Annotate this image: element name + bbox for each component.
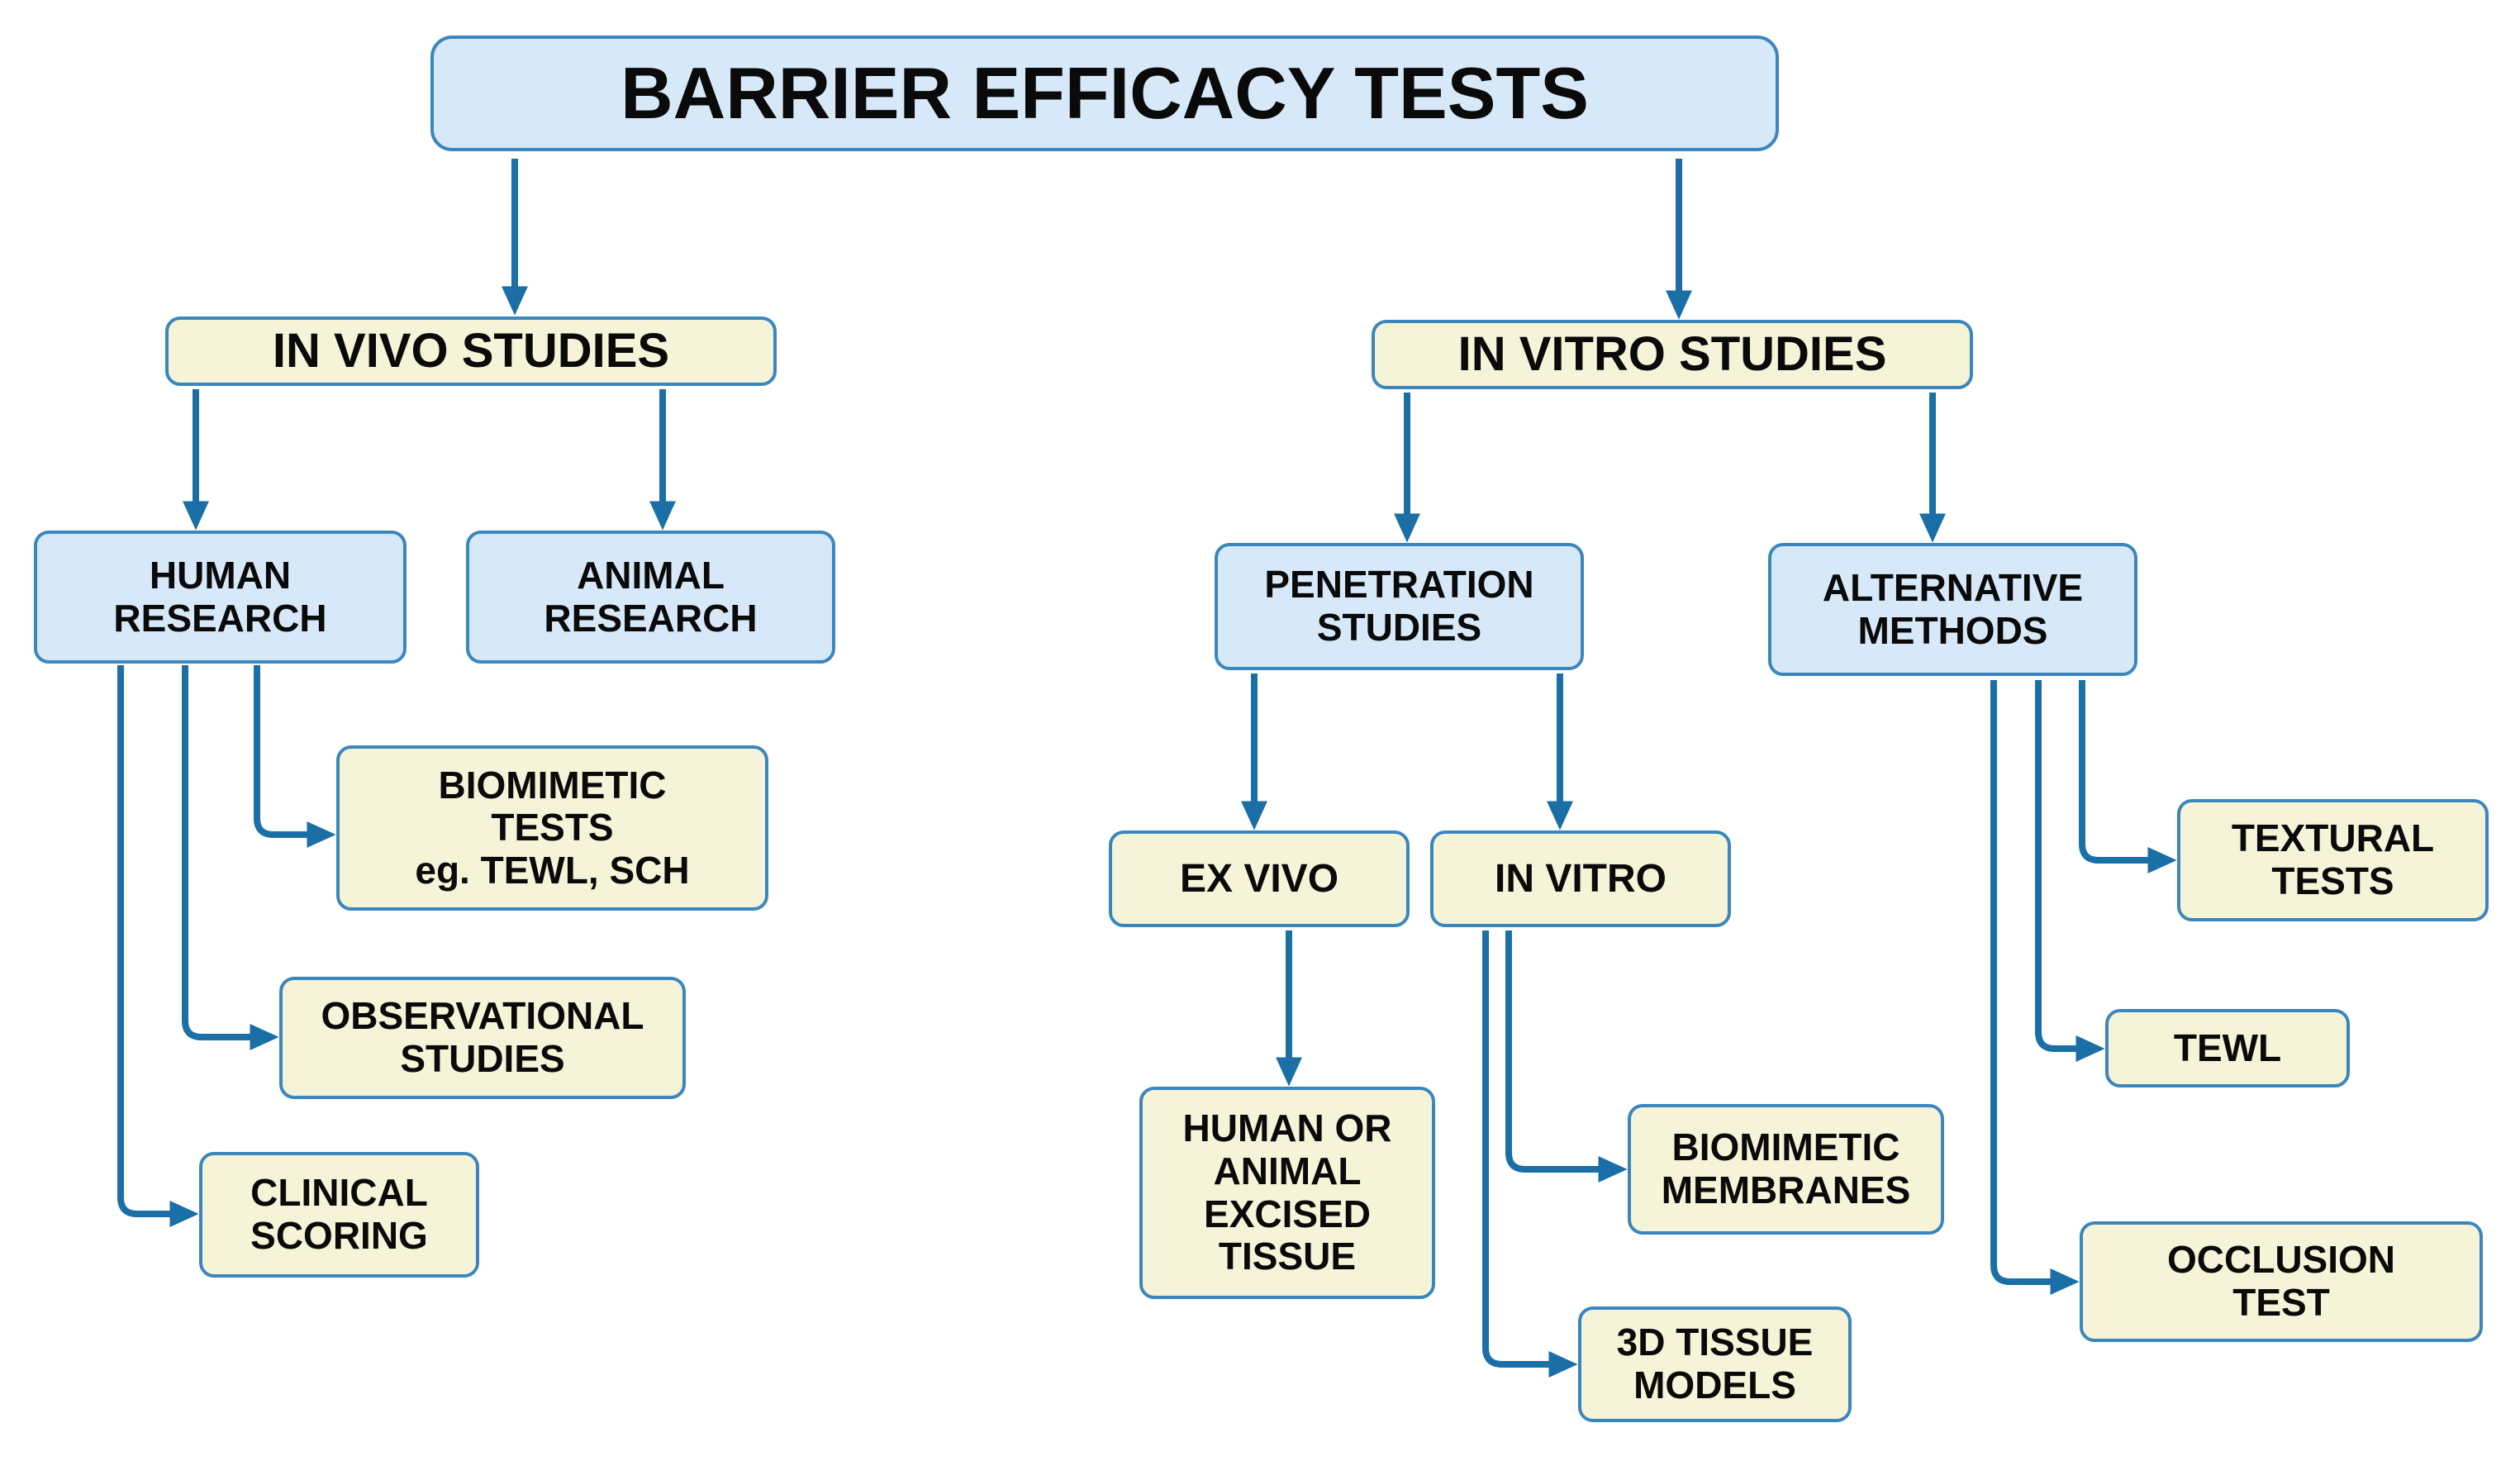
node-animal-research: ANIMAL RESEARCH	[466, 531, 835, 664]
node-alternative-methods: ALTERNATIVE METHODS	[1768, 543, 2137, 676]
node-ex-vivo: EX VIVO	[1109, 830, 1410, 927]
node-textural-tests: TEXTURAL TESTS	[2177, 799, 2489, 921]
node-in-vivo-studies: IN VIVO STUDIES	[165, 316, 777, 386]
node-occlusion-test: OCCLUSION TEST	[2080, 1221, 2483, 1342]
node-in-vitro: IN VITRO	[1430, 830, 1731, 927]
node-excised-tissue: HUMAN OR ANIMAL EXCISED TISSUE	[1139, 1087, 1435, 1299]
node-clinical-scoring: CLINICAL SCORING	[199, 1152, 479, 1278]
node-penetration-studies: PENETRATION STUDIES	[1215, 543, 1584, 670]
node-tewl: TEWL	[2105, 1009, 2350, 1087]
node-biomimetic-membranes: BIOMIMETIC MEMBRANES	[1628, 1104, 1944, 1235]
node-observational-studies: OBSERVATIONAL STUDIES	[279, 977, 686, 1099]
node-barrier-efficacy-tests: BARRIER EFFICACY TESTS	[430, 36, 1779, 151]
node-3d-tissue-models: 3D TISSUE MODELS	[1578, 1306, 1852, 1422]
node-human-research: HUMAN RESEARCH	[34, 531, 407, 664]
node-in-vitro-studies: IN VITRO STUDIES	[1372, 320, 1973, 389]
node-biomimetic-tests: BIOMIMETIC TESTS eg. TEWL, SCH	[336, 745, 768, 911]
